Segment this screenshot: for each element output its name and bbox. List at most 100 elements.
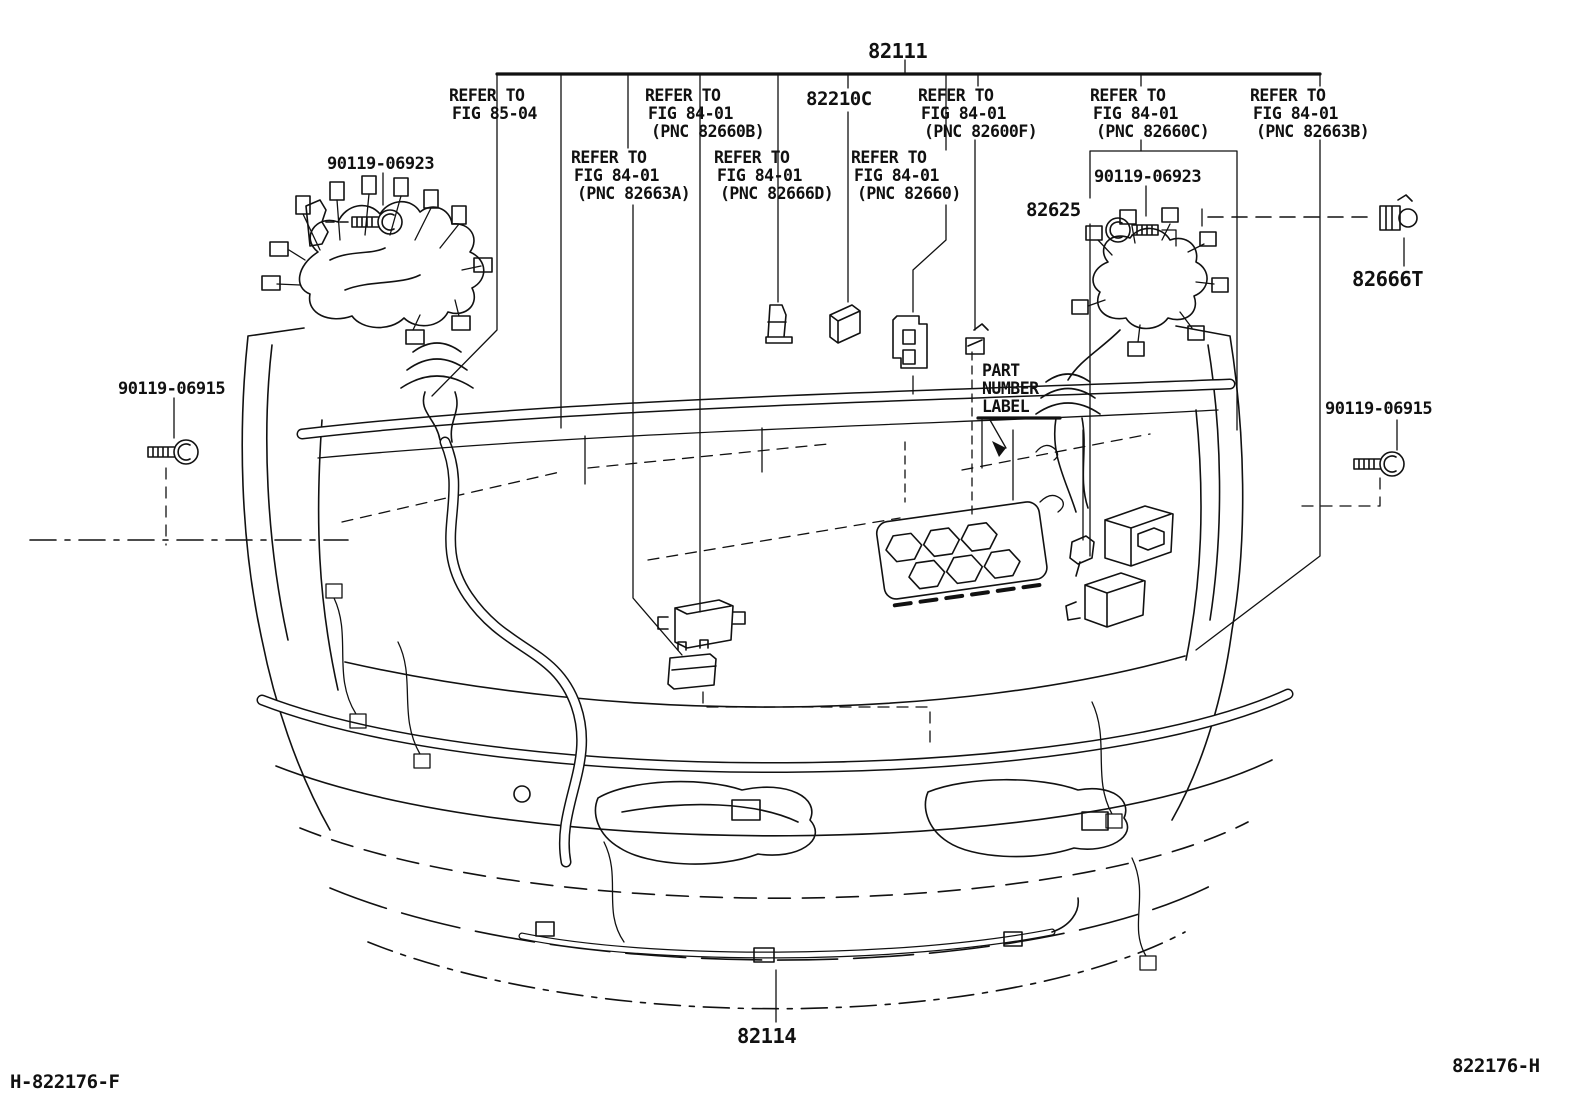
grille-harness-inner: [519, 929, 1055, 958]
label-pnl-l2: NUMBER: [982, 379, 1039, 398]
label-pnl-l3: LABEL: [982, 397, 1030, 416]
relay-boxes: [1065, 505, 1174, 628]
label-bolt-06915-left: 90119-06915: [118, 379, 225, 399]
bolt-glyph: [147, 446, 175, 458]
bolt-06915-right: [1293, 419, 1405, 507]
clip-icon-82660B: [765, 304, 793, 344]
bolt-glyph: [1131, 224, 1159, 236]
label-refer-fig8504-l2: FIG 85-04: [452, 104, 537, 123]
sub-harness-box: [1089, 150, 1238, 557]
label-refer-82666D-l3: (PNC 82666D): [720, 184, 833, 203]
clip-82666T: [1201, 194, 1418, 267]
label-pnl-l1: PART: [982, 361, 1020, 380]
bolt-head-detail: [381, 213, 395, 231]
clip-glyph: [1379, 194, 1413, 231]
pnl-arrowhead: [992, 441, 1006, 457]
label-refer-82660C-l2: FIG 84-01: [1093, 104, 1178, 123]
connector-82666D: [657, 599, 746, 649]
cowl-lower-line: [317, 409, 1219, 459]
clip-at-bolt: [305, 199, 329, 247]
bracket-drop-lines: [431, 59, 1321, 656]
label-refer-82660B-l2: FIG 84-01: [648, 104, 733, 123]
bumper-tube-inner: [258, 690, 1292, 772]
label-refer-82663A-l2: FIG 84-01: [574, 166, 659, 185]
right-harness-assembly: [1035, 207, 1229, 577]
fuse-box: [875, 501, 1048, 608]
bumper-arc-dashed-2: [329, 881, 1219, 961]
right-harness-trunk: [1067, 227, 1208, 381]
fuse-box-outline: [875, 501, 1048, 600]
bumper-arc-dashed-1: [299, 821, 1249, 899]
label-refer-fig8504-l1: REFER TO: [449, 86, 525, 105]
bottom-squiggle-wires: [325, 583, 1157, 971]
label-refer-82660B-l1: REFER TO: [645, 86, 721, 105]
label-refer-82663A-l3: (PNC 82663A): [577, 184, 690, 203]
bolt-head-detail: [1383, 455, 1397, 473]
label-82666T: 82666T: [1352, 267, 1423, 291]
bumper-arc-dashdot: [367, 931, 1186, 1010]
label-refer-82600F-l2: FIG 84-01: [921, 104, 1006, 123]
label-bolt-06923-left: 90119-06923: [327, 154, 434, 174]
clip-knob: [1398, 208, 1418, 228]
cowl-tube-inner: [298, 380, 1234, 438]
bolt-bracket-link: [1161, 229, 1177, 247]
label-refer-82600F-l1: REFER TO: [918, 86, 994, 105]
bolt-06923-left: [305, 172, 403, 247]
clip-icon-82600F: [965, 323, 989, 355]
label-refer-82600F-l3: (PNC 82600F): [924, 122, 1037, 141]
cowl-struts-and-hooks: [584, 419, 1064, 513]
fuse-box-dashed-edge: [892, 582, 1044, 608]
bolt-head: [1379, 451, 1405, 477]
component-icons-row: [657, 304, 989, 690]
label-refer-82663B-l3: (PNC 82663B): [1256, 122, 1369, 141]
bolt-glyph: [1353, 458, 1381, 470]
bolt-head: [377, 209, 403, 235]
left-harness-connectors: [261, 175, 493, 345]
dangling-connector: [1069, 535, 1095, 577]
engine-bay-dashed-diagonals: [341, 433, 1151, 561]
bolt-head-detail: [177, 443, 191, 461]
bumper-tube-outer: [256, 688, 1294, 774]
cowl-and-conduits: [256, 378, 1294, 959]
bracket-connector-icon-82660: [892, 315, 928, 369]
label-bolt-06923-right: 90119-06923: [1094, 167, 1201, 187]
bolt-dashed-leader: [1293, 477, 1381, 507]
label-refer-82660-l1: REFER TO: [851, 148, 927, 167]
label-refer-82660-l3: (PNC 82660): [857, 184, 961, 203]
left-harness-assembly: [261, 175, 493, 443]
headlight-right: [924, 778, 1129, 858]
bolt-06915-left: [147, 397, 199, 546]
pnl-arrow-line: [989, 419, 1007, 449]
part-number-label-callout: [976, 416, 1062, 457]
connector-dashed-leader: [702, 691, 931, 745]
label-82114: 82114: [737, 1024, 796, 1048]
grille-harness-connectors: [535, 897, 1079, 963]
label-bolt-06915-right: 90119-06915: [1325, 399, 1432, 419]
relay-box-lower: [1065, 572, 1146, 628]
right-harness-connectors: [1071, 207, 1229, 357]
bolt-06923-right: [1105, 185, 1177, 247]
label-refer-82660C-l3: (PNC 82660C): [1096, 122, 1209, 141]
left-conduit-outer: [439, 436, 588, 868]
left-conduit-inner: [441, 438, 586, 866]
fusebox-dashed-leaders: [904, 351, 973, 521]
dashed-leaders: [702, 691, 931, 1023]
label-refer-82666D-l2: FIG 84-01: [717, 166, 802, 185]
label-refer-82660B-l3: (PNC 82660B): [651, 122, 764, 141]
left-harness-stubs: [276, 193, 482, 331]
left-harness-trunk: [298, 200, 485, 329]
bolt-head: [173, 439, 199, 465]
labels: 82111 82210C REFER TO FIG 85-04 REFER TO…: [10, 39, 1540, 1093]
label-refer-82663B-l1: REFER TO: [1250, 86, 1326, 105]
label-refer-82663B-l2: FIG 84-01: [1253, 104, 1338, 123]
right-grommet: [1035, 373, 1101, 513]
connector-82663A: [667, 639, 717, 690]
doc-code-bottom-right: 822176-H: [1452, 1055, 1540, 1077]
bolt-head: [1105, 217, 1131, 243]
label-82625: 82625: [1026, 199, 1081, 221]
car-body-outline: [29, 325, 1273, 1010]
front-lamps-and-grille: [325, 583, 1157, 971]
label-refer-82660-l2: FIG 84-01: [854, 166, 939, 185]
